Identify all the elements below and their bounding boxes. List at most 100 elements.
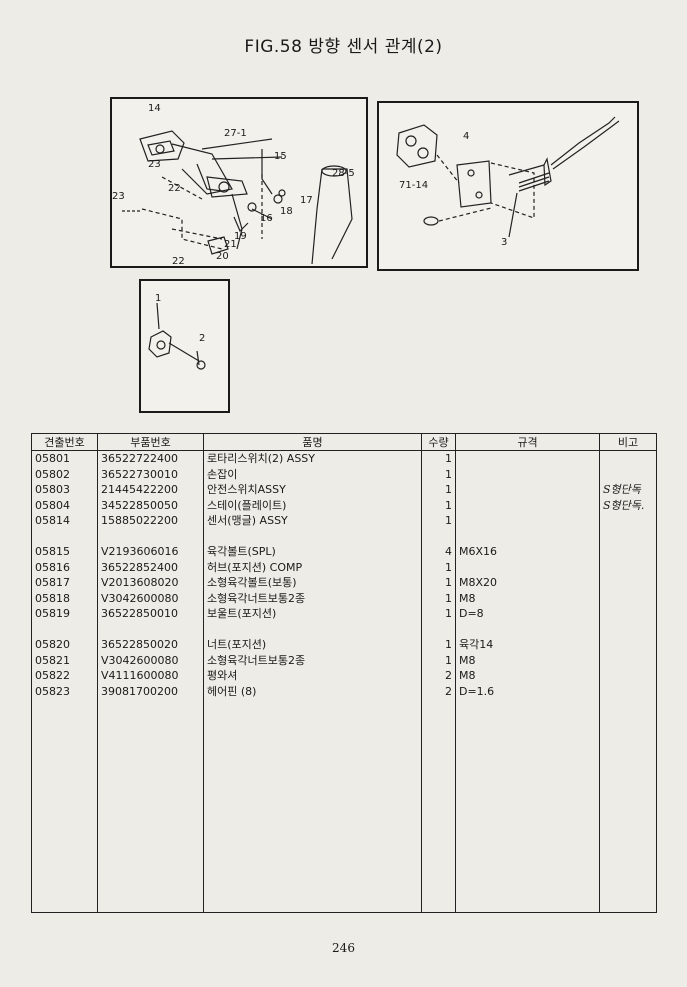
part-number: 36522722400 [97,450,204,467]
remark [599,590,657,606]
part-name: 육각볼트(SPL) [203,544,422,560]
quantity: 4 [421,544,456,560]
spec: M8 [455,652,600,668]
quantity: 1 [421,466,456,482]
part-number: 36522730010 [97,466,204,482]
part-name: 로타리스위치(2) ASSY [203,450,422,467]
key-number: 05817 [31,575,98,591]
key-number: 05818 [31,590,98,606]
callout-label: 20 [216,251,229,262]
part-name: 보울트(포지션) [203,606,422,622]
part-number [97,621,204,637]
key-number: 05821 [31,652,98,668]
callout-label: 4 [463,131,469,142]
callout-label: 15 [274,151,287,162]
remark [599,652,657,668]
part-name: 소형육각너트보통2종 [203,652,422,668]
table-row-empty [31,699,657,913]
spec [455,621,600,637]
quantity: 1 [421,559,456,575]
spec [455,466,600,482]
key-number: 05816 [31,559,98,575]
quantity: 1 [421,513,456,529]
callout-label: 27-1 [224,128,247,139]
key-number: 05802 [31,466,98,482]
table-row: 05819 36522850010 보울트(포지션) 1 D=8 [31,606,657,622]
spec: D=8 [455,606,600,622]
key-number: 05819 [31,606,98,622]
table-row: 05815 V2193606016 육각볼트(SPL) 4 M6X16 [31,544,657,560]
remark [599,528,657,544]
remark [599,606,657,622]
table-row: 05801 36522722400 로타리스위치(2) ASSY 1 [31,450,657,467]
quantity: 1 [421,652,456,668]
spec [455,528,600,544]
part-number: 34522850050 [97,497,204,513]
callout-label: 22 [172,256,185,266]
detail-diagram-knob: 1 2 [139,279,230,413]
spec: 육각14 [455,637,600,653]
key-number: 05814 [31,513,98,529]
part-name: 너트(포지션) [203,637,422,653]
callout-label: 2 [199,333,205,344]
key-number [31,528,98,544]
part-number: 36522850020 [97,637,204,653]
quantity: 2 [421,668,456,684]
part-number: V2193606016 [97,544,204,560]
remark [599,575,657,591]
callout-label: 14 [148,103,161,114]
column-header: 견출번호 [31,433,98,451]
part-number: V3042600080 [97,652,204,668]
quantity: 1 [421,497,456,513]
quantity: 1 [421,606,456,622]
key-number: 05823 [31,683,98,699]
remark [599,450,657,467]
part-number: 15885022200 [97,513,204,529]
table-row: 05823 39081700200 헤어핀 (8) 2 D=1.6 [31,683,657,699]
part-name: 안전스위치ASSY [203,482,422,498]
column-header: 비고 [599,433,657,451]
part-name [203,621,422,637]
spec: M8X20 [455,575,600,591]
callout-label: 71-14 [399,180,428,191]
page-number: 246 [332,941,355,955]
table-row: 05804 34522850050 스테이(플레이트) 1 S형단독. [31,497,657,513]
callout-label: 17 [300,195,313,206]
remark-handwritten: S형단독 [599,482,657,498]
remark [599,544,657,560]
part-name: 헤어핀 (8) [203,683,422,699]
quantity [421,621,456,637]
callout-label: 3 [501,237,507,248]
callout-label: 21 [224,239,237,250]
spec [455,513,600,529]
spec: D=1.6 [455,683,600,699]
remark [599,637,657,653]
key-number [31,621,98,637]
key-number: 05820 [31,637,98,653]
callout-label: 22 [168,183,181,194]
part-number: 21445422200 [97,482,204,498]
key-number: 05804 [31,497,98,513]
callout-label: 1 [155,293,161,304]
part-number: 36522850010 [97,606,204,622]
exploded-diagram-main: 14 27-1 23 15 22 28-5 23 18 17 16 19 21 … [110,97,368,268]
spec: M8 [455,590,600,606]
key-number: 05815 [31,544,98,560]
remark-handwritten: S형단독. [599,497,657,513]
table-row: 05817 V2013608020 소형육각볼트(보통) 1 M8X20 [31,575,657,591]
part-name [203,528,422,544]
table-header-row: 견출번호 부품번호 품명 수량 규격 비고 [31,433,657,451]
table-row-blank [31,528,657,544]
part-name: 스테이(플레이트) [203,497,422,513]
quantity: 2 [421,683,456,699]
callout-label: 23 [112,191,125,202]
table-row: 05816 36522852400 허브(포지션) COMP 1 [31,559,657,575]
quantity: 1 [421,482,456,498]
callout-label: 16 [260,213,273,224]
table-row: 05820 36522850020 너트(포지션) 1 육각14 [31,637,657,653]
spec [455,450,600,467]
exploded-drawing-main: 14 27-1 23 15 22 28-5 23 18 17 16 19 21 … [112,103,355,266]
table-row-blank [31,621,657,637]
remark [599,559,657,575]
remark [599,621,657,637]
